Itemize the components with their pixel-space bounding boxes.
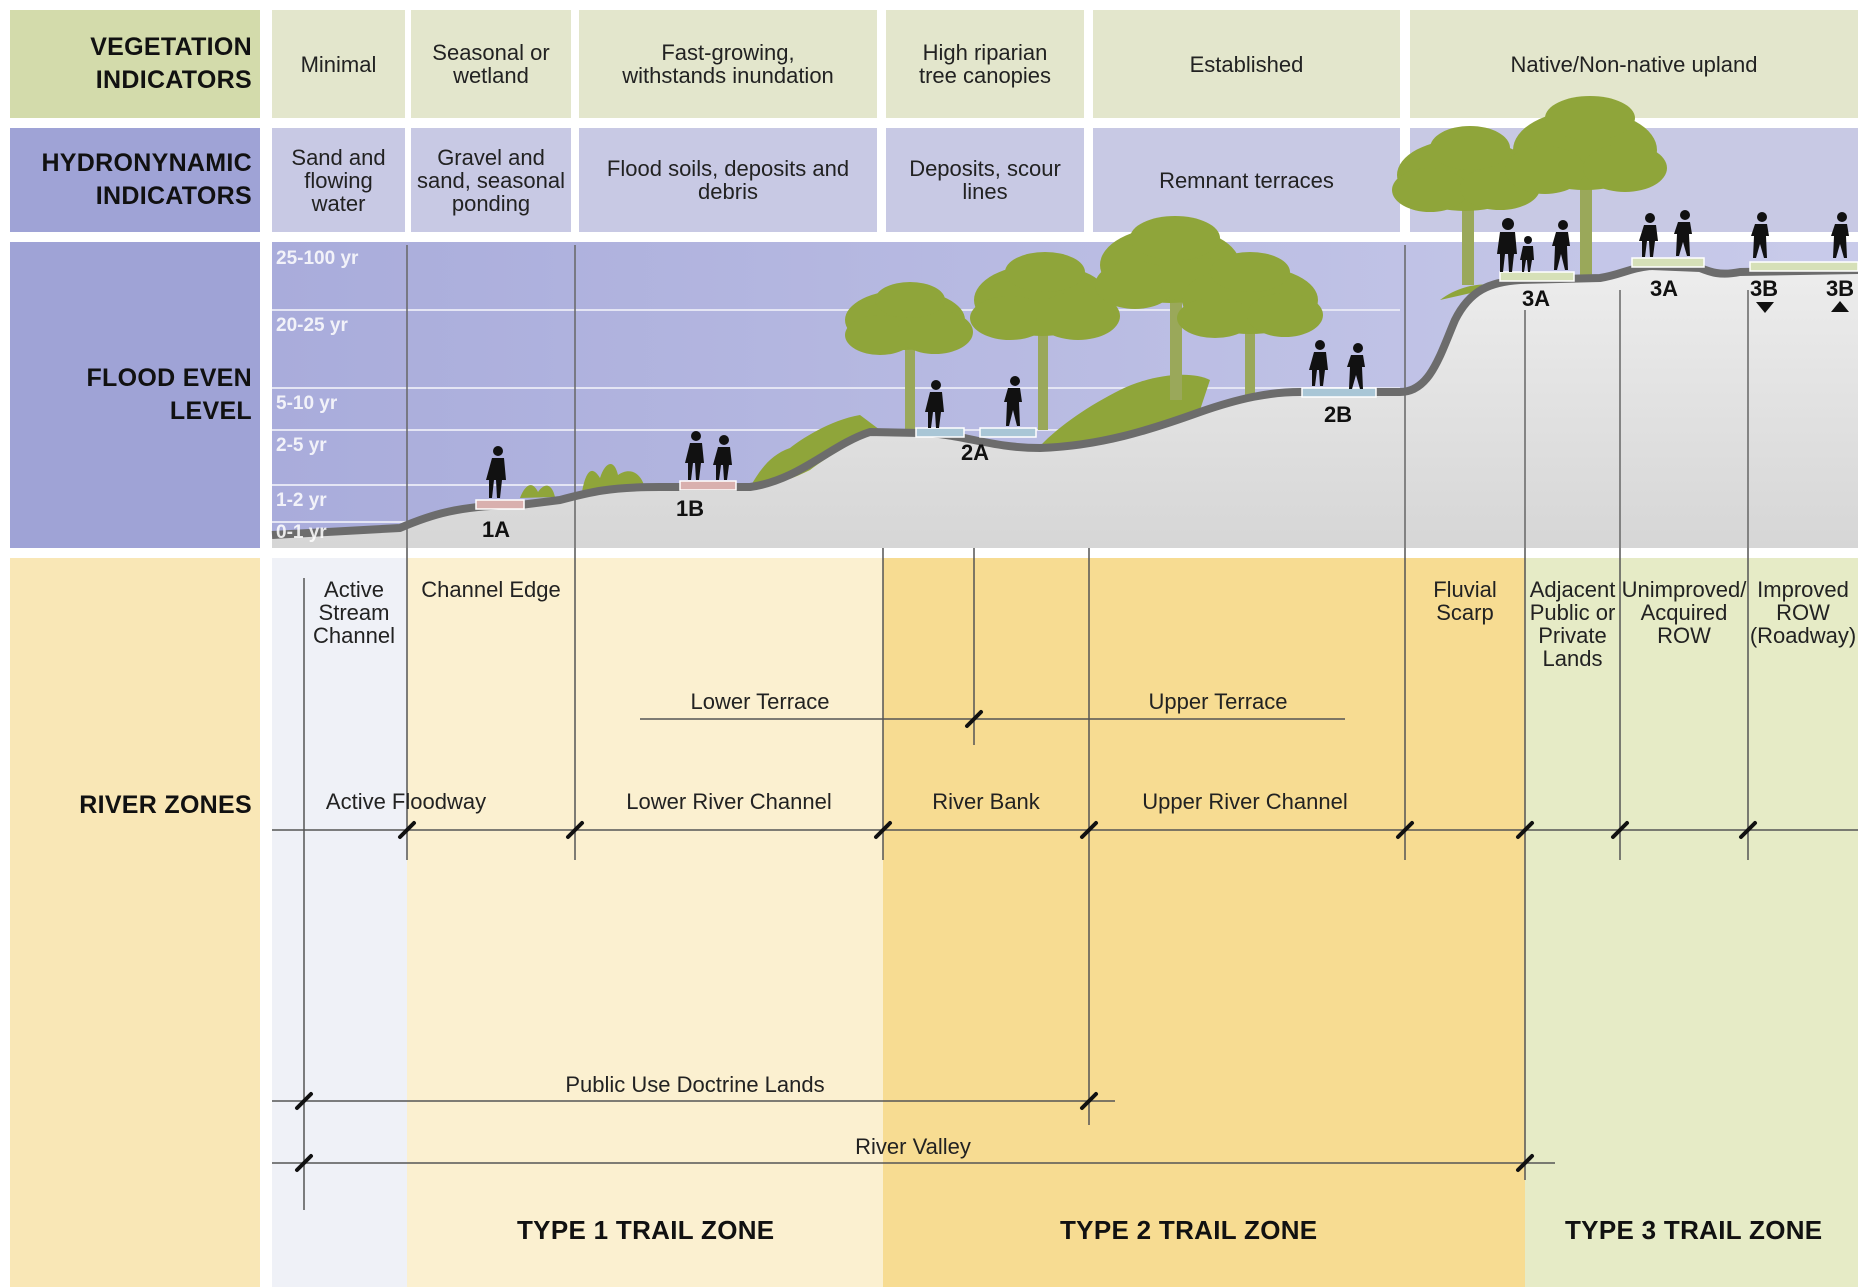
hydrodynamic-header-bg [10,128,260,232]
trail-marker-label: 2B [1324,402,1352,427]
flood-level-labels: 25-100 yr 20-25 yr 5-10 yr 2-5 yr 1-2 yr… [276,248,359,543]
vegetation-header-bg [10,10,260,118]
type1-trail-zone-bg [407,558,883,1287]
cyclist [1674,210,1692,256]
shrub [1040,374,1210,446]
trail-marker-labels: 1A 1B 2A 2B 3A 3A 3B 3B [482,276,1854,542]
cyclist [1552,220,1570,270]
tree [1177,252,1323,400]
type3-trail-zone-title: TYPE 3 TRAIL ZONE [1565,1215,1823,1245]
flood-header-bg [10,242,260,548]
hydrodynamic-cell: Remnant terraces [1093,128,1400,232]
tree [1505,96,1667,280]
flood-level-label: 1-2 yr [276,490,327,511]
person [713,435,732,480]
people-silhouettes [486,210,1849,498]
vegetation-cell: Fast-growing,withstands inundation [579,10,877,118]
person [1520,236,1534,272]
tree [845,282,973,430]
cyclist [1751,212,1769,258]
upper-terrace-label: Upper Terrace [1148,689,1288,714]
person [1639,213,1658,257]
tree [1392,126,1540,285]
trail-marker-label: 1B [676,496,704,521]
flood-level-label: 20-25 yr [276,315,348,336]
active-channel-zone-bg [272,558,407,1287]
vegetation-cell: Native/Non-native upland [1410,10,1858,118]
person [1309,340,1328,386]
river-bank-label: River Bank [932,789,1040,814]
trail-marker-label: 3B [1750,276,1778,301]
zone-channel-edge: Channel Edge [421,577,561,602]
up-arrow-icon [1831,301,1849,312]
person [925,380,944,428]
trail-pads [475,257,1858,510]
shrub [520,485,555,498]
river-zones-header-bg [10,558,260,1287]
active-floodway-label: Active Floodway [325,789,487,814]
flood-cross-section: 25-100 yr 20-25 yr 5-10 yr 2-5 yr 1-2 yr… [271,96,1858,548]
type2-trail-zone-bg [883,558,1525,1287]
tree [970,252,1120,430]
vegetation-cell: Established [1093,10,1400,118]
cyclist [1347,343,1365,389]
flood-level-label: 2-5 yr [276,435,327,456]
flood-level-label: 25-100 yr [276,248,359,269]
cyclist [1004,376,1022,426]
type1-trail-zone-title: TYPE 1 TRAIL ZONE [517,1215,775,1245]
lower-river-channel-label: Lower River Channel [626,789,832,814]
vegetation-cell: Minimal [272,10,405,118]
down-arrow-icon [1756,302,1774,313]
person [685,431,704,480]
type3-trail-zone-bg [1525,558,1858,1287]
vegetation-trees [520,96,1667,498]
person [1497,218,1517,272]
river-valley-label: River Valley [855,1134,971,1159]
trail-marker-label: 3A [1522,286,1550,311]
trail-marker-label: 2A [961,440,989,465]
flood-level-label: 0-1 yr [276,522,327,543]
cyclist [1831,212,1849,258]
trail-marker-label: 3A [1650,276,1678,301]
type2-trail-zone-title: TYPE 2 TRAIL ZONE [1060,1215,1318,1245]
trail-marker-label: 3B [1826,276,1854,301]
upper-river-channel-label: Upper River Channel [1142,789,1348,814]
river-zones-heading: RIVER ZONES [79,791,252,819]
lower-terrace-label: Lower Terrace [690,689,830,714]
shrub [750,415,880,487]
ground-fill [272,266,1858,548]
trail-marker-label: 1A [482,517,510,542]
public-use-doctrine-label: Public Use Doctrine Lands [565,1072,825,1097]
river-zones-lines [272,548,1858,1210]
flood-level-label: 5-10 yr [276,393,338,414]
person [486,446,506,498]
